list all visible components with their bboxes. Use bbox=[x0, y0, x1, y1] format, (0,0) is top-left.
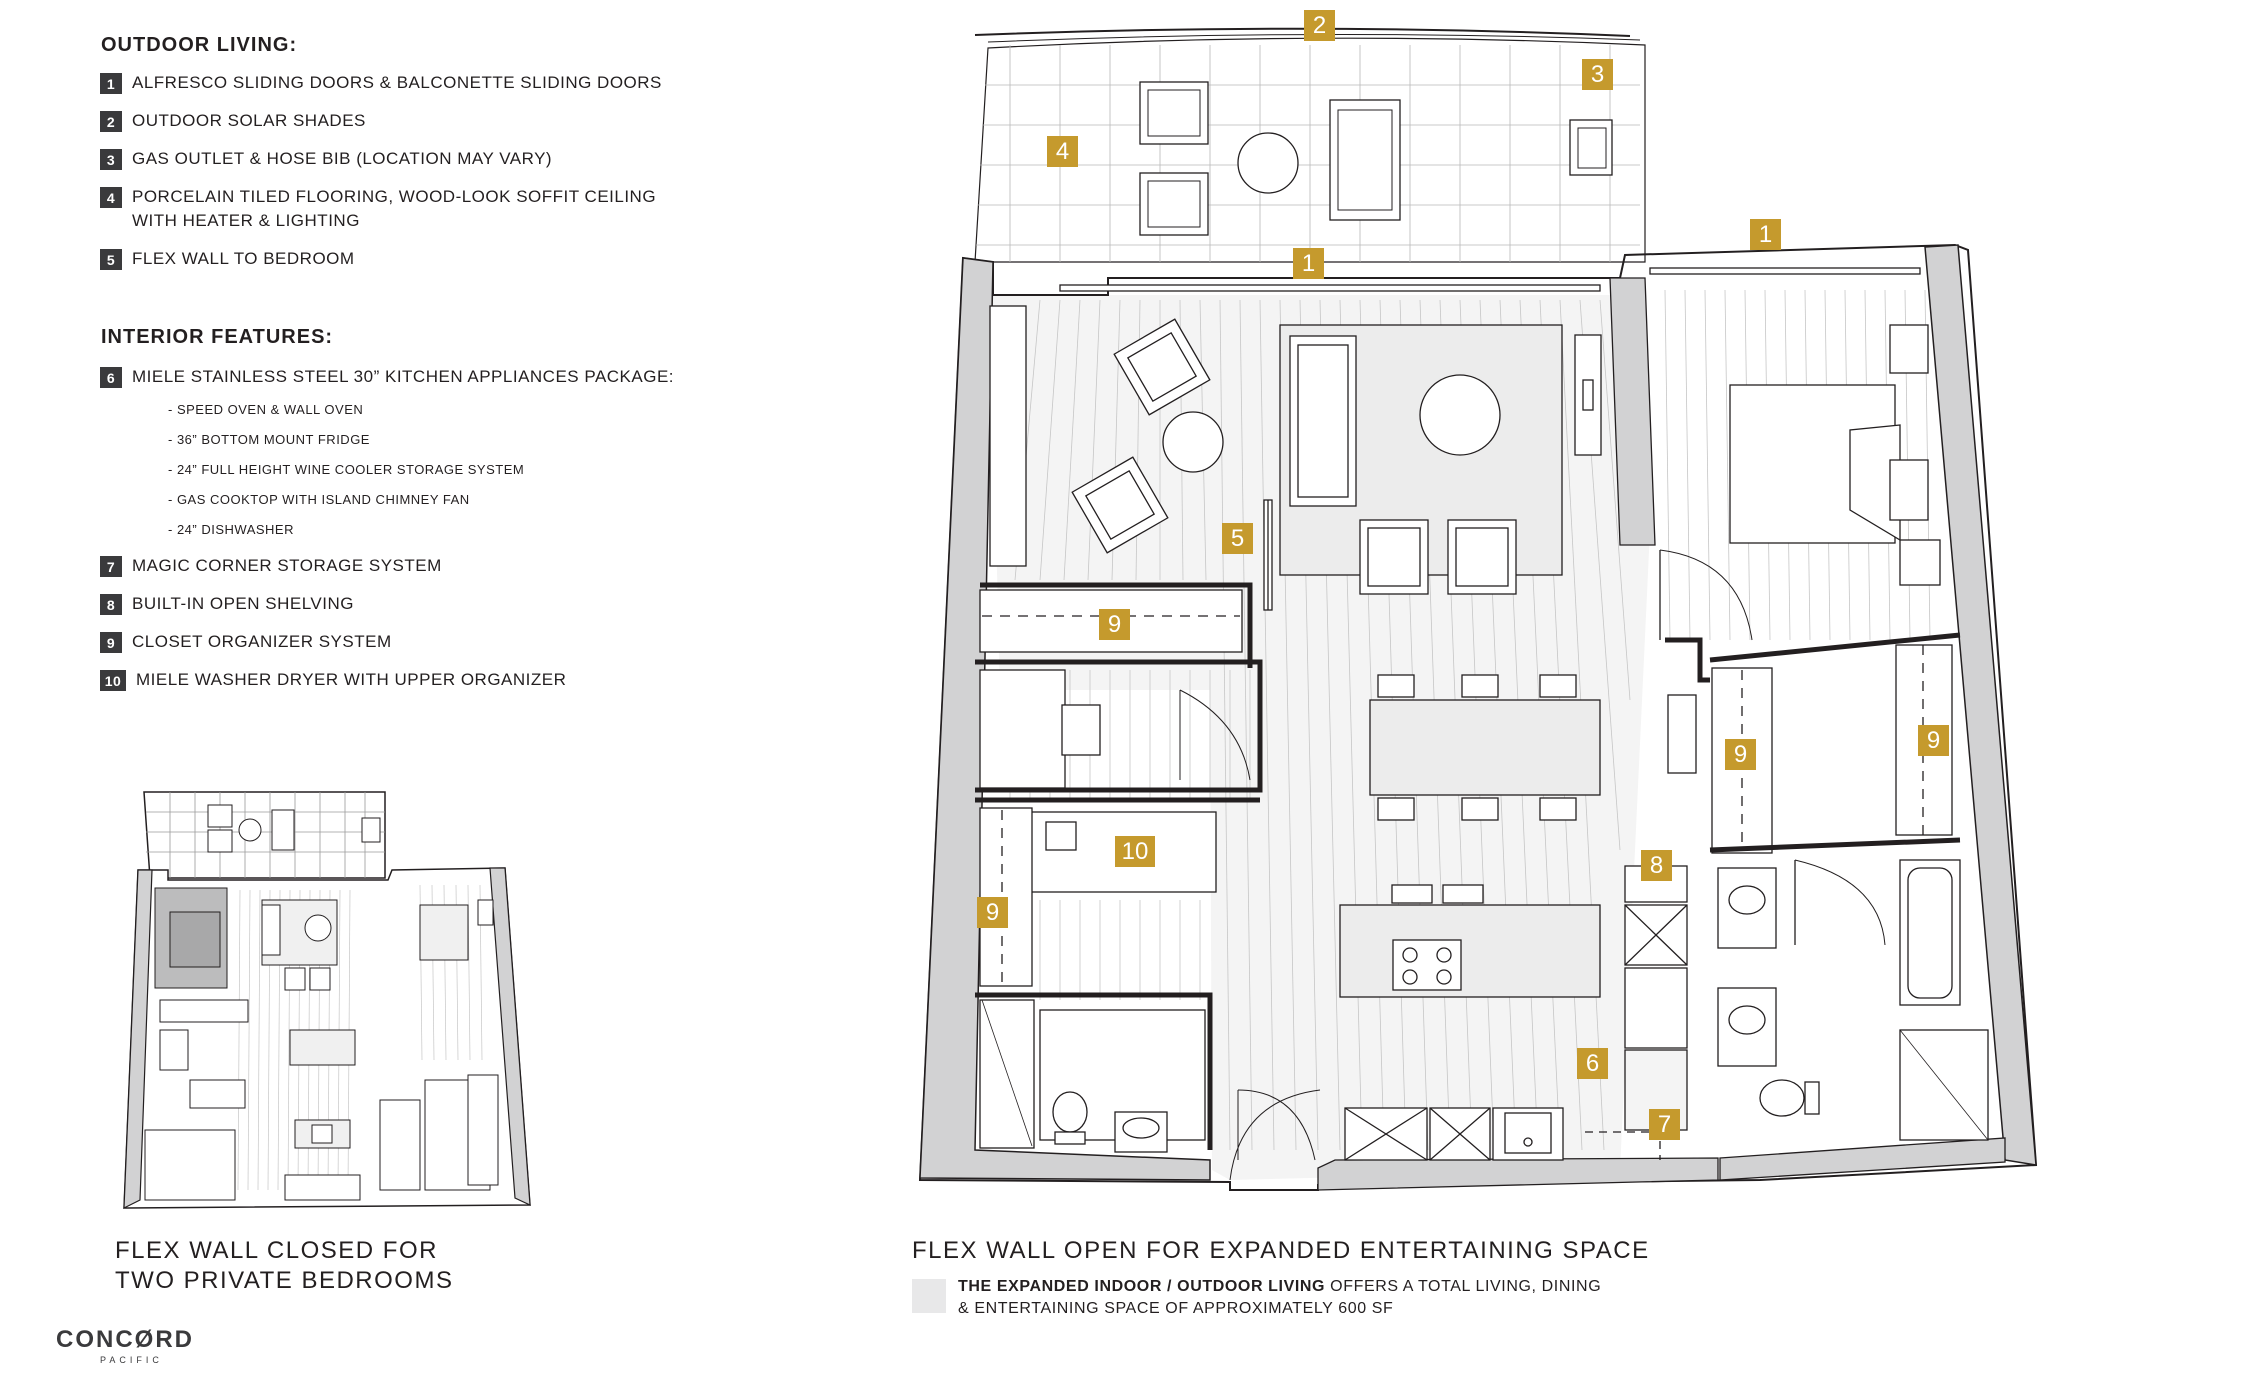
sub-item: - 36” BOTTOM MOUNT FRIDGE bbox=[168, 432, 370, 447]
shaded-area-swatch bbox=[912, 1279, 946, 1313]
plan-tag: 8 bbox=[1641, 850, 1672, 881]
area-note: THE EXPANDED INDOOR / OUTDOOR LIVING OFF… bbox=[958, 1276, 1601, 1320]
sub-item: - SPEED OVEN & WALL OVEN bbox=[168, 402, 364, 417]
note-rest: OFFERS A TOTAL LIVING, DINING bbox=[1325, 1278, 1602, 1295]
legend-item-6: 6 MIELE STAINLESS STEEL 30” KITCHEN APPL… bbox=[100, 367, 674, 388]
number-badge: 6 bbox=[100, 367, 122, 388]
legend-text: MIELE WASHER DRYER WITH UPPER ORGANIZER bbox=[136, 670, 567, 689]
small-interior bbox=[123, 867, 531, 1209]
number-badge: 3 bbox=[100, 149, 122, 170]
legend-text-block: PORCELAIN TILED FLOORING, WOOD-LOOK SOFF… bbox=[132, 185, 656, 233]
left-exterior-wall bbox=[919, 257, 1211, 1181]
note-line2: & ENTERTAINING SPACE OF APPROXIMATELY 60… bbox=[958, 1300, 1394, 1317]
left-rooms bbox=[975, 499, 1316, 1161]
legend-item-7: 7 MAGIC CORNER STORAGE SYSTEM bbox=[100, 556, 442, 577]
number-badge: 10 bbox=[100, 670, 126, 691]
plan-tag: 9 bbox=[977, 897, 1008, 928]
sub-item: - 24” FULL HEIGHT WINE COOLER STORAGE SY… bbox=[168, 462, 525, 477]
plan-tag: 9 bbox=[1725, 739, 1756, 770]
legend-text: FLEX WALL TO BEDROOM bbox=[132, 249, 355, 268]
center-column bbox=[1609, 277, 1656, 546]
number-badge: 8 bbox=[100, 594, 122, 615]
plan-tag: 3 bbox=[1582, 59, 1613, 90]
right-exterior-wall bbox=[1924, 244, 2037, 1166]
legend-item-5: 5 FLEX WALL TO BEDROOM bbox=[100, 249, 355, 270]
legend-text: MIELE STAINLESS STEEL 30” KITCHEN APPLIA… bbox=[132, 367, 675, 386]
plan-tag: 5 bbox=[1222, 523, 1253, 554]
legend-text: PORCELAIN TILED FLOORING, WOOD-LOOK SOFF… bbox=[132, 187, 657, 206]
open-caption: FLEX WALL OPEN FOR EXPANDED ENTERTAINING… bbox=[912, 1237, 1650, 1264]
legend-text: ALFRESCO SLIDING DOORS & BALCONETTE SLID… bbox=[132, 73, 662, 92]
sub-item: - 24” DISHWASHER bbox=[168, 522, 294, 537]
legend-text-line2: WITH HEATER & LIGHTING bbox=[132, 211, 360, 230]
plan-tag: 2 bbox=[1304, 10, 1335, 41]
number-badge: 1 bbox=[100, 73, 122, 94]
plan-tag: 9 bbox=[1099, 609, 1130, 640]
legend-text: GAS OUTLET & HOSE BIB (LOCATION MAY VARY… bbox=[132, 149, 553, 168]
legend-item-8: 8 BUILT-IN OPEN SHELVING bbox=[100, 594, 354, 615]
number-badge: 4 bbox=[100, 187, 122, 208]
note-bold: THE EXPANDED INDOOR / OUTDOOR LIVING bbox=[958, 1278, 1326, 1295]
legend-item-9: 9 CLOSET ORGANIZER SYSTEM bbox=[100, 632, 392, 653]
brand-logo: CONCØRD bbox=[56, 1326, 194, 1353]
small-balcony bbox=[143, 791, 386, 879]
interior-heading: INTERIOR FEATURES: bbox=[101, 326, 334, 348]
number-badge: 5 bbox=[100, 249, 122, 270]
plan-tag: 7 bbox=[1649, 1109, 1680, 1140]
living-furniture bbox=[989, 305, 1602, 998]
number-badge: 7 bbox=[100, 556, 122, 577]
plan-tag: 1 bbox=[1750, 219, 1781, 250]
legend-text: OUTDOOR SOLAR SHADES bbox=[132, 111, 366, 130]
legend-text: BUILT-IN OPEN SHELVING bbox=[132, 594, 354, 613]
closed-caption: FLEX WALL CLOSED FOR TWO PRIVATE BEDROOM… bbox=[115, 1236, 453, 1296]
plan-tag: 9 bbox=[1918, 725, 1949, 756]
legend-item-4: 4 PORCELAIN TILED FLOORING, WOOD-LOOK SO… bbox=[100, 187, 656, 233]
plan-tag: 1 bbox=[1293, 248, 1324, 279]
legend-text: MAGIC CORNER STORAGE SYSTEM bbox=[132, 556, 442, 575]
sub-item: - GAS COOKTOP WITH ISLAND CHIMNEY FAN bbox=[168, 492, 470, 507]
number-badge: 9 bbox=[100, 632, 122, 653]
legend-text: CLOSET ORGANIZER SYSTEM bbox=[132, 632, 392, 651]
legend-item-2: 2 OUTDOOR SOLAR SHADES bbox=[100, 111, 366, 132]
outdoor-heading: OUTDOOR LIVING: bbox=[101, 34, 298, 56]
legend-item-1: 1 ALFRESCO SLIDING DOORS & BALCONETTE SL… bbox=[100, 73, 662, 94]
legend-item-10: 10 MIELE WASHER DRYER WITH UPPER ORGANIZ… bbox=[100, 670, 566, 691]
kitchen bbox=[1344, 694, 1697, 1161]
brand-sub: PACIFIC bbox=[100, 1355, 163, 1365]
closed-caption-line1: FLEX WALL CLOSED FOR bbox=[115, 1237, 438, 1264]
plan-tag: 10 bbox=[1115, 836, 1155, 867]
plan-tag: 6 bbox=[1577, 1048, 1608, 1079]
number-badge: 2 bbox=[100, 111, 122, 132]
legend-item-3: 3 GAS OUTLET & HOSE BIB (LOCATION MAY VA… bbox=[100, 149, 552, 170]
plan-tag: 4 bbox=[1047, 136, 1078, 167]
closed-caption-line2: TWO PRIVATE BEDROOMS bbox=[115, 1267, 454, 1294]
